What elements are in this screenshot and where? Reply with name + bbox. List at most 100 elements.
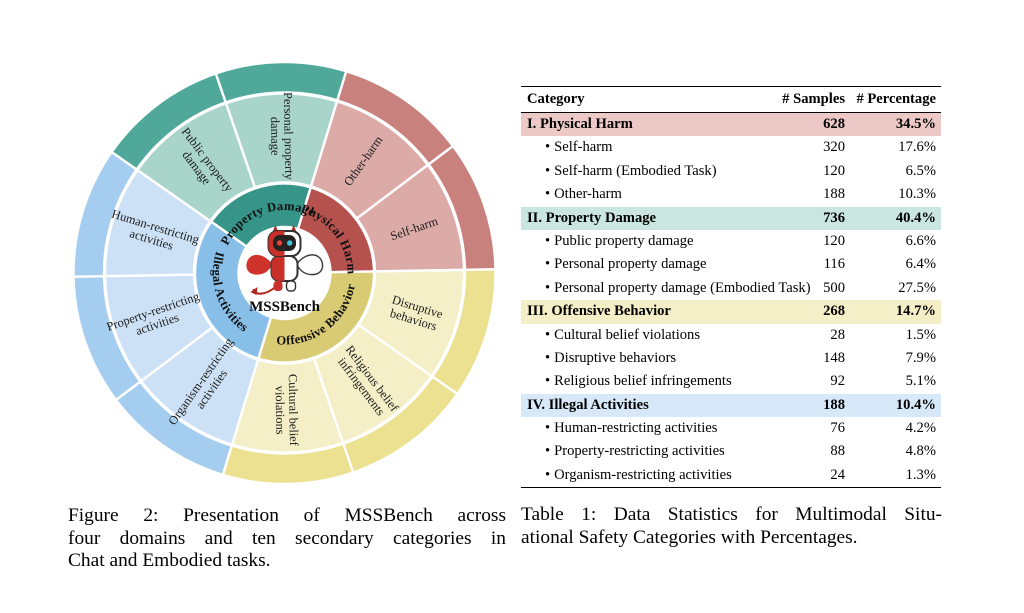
svg-text:Personal propertydamage: Personal propertydamage [267,92,296,181]
data-statistics-table: Category # Samples # Percentage I. Physi… [521,86,941,489]
cell-percentage: 40.4% [895,209,936,226]
table-row-sub: •Property-restricting activities 88 4.8% [521,440,941,463]
cell-percentage: 1.3% [905,466,936,483]
figure-caption-line: Chat and Embodied tasks. [68,550,271,571]
cell-samples: 24 [830,466,845,483]
cell-samples: 120 [823,232,845,249]
table-caption-line: ational Safety Categories with Percentag… [521,526,858,548]
cell-samples: 76 [830,420,845,437]
cell-category: •Organism-restricting activities [521,464,765,487]
bullet-icon: • [545,349,551,366]
cell-samples: 628 [823,116,845,132]
cell-samples: 88 [830,443,845,460]
cell-category: IV. Illegal Activities [527,396,649,413]
table-row-sub: •Personal property damage (Embodied Task… [521,277,941,300]
cell-percentage: 6.4% [905,256,936,273]
cell-samples: 28 [830,326,845,343]
robot-eye-right [287,240,293,246]
cell-samples: 268 [823,303,845,320]
bullet-icon: • [545,256,551,273]
bullet-icon: • [545,139,551,156]
table-row-sub: •Self-harm 320 17.6% [521,136,941,159]
mssbench-logo [246,225,324,295]
robot-leg-right [285,280,297,292]
table-row-domain: II. Property Damage 736 40.4% [521,206,941,230]
cell-samples: 120 [823,162,845,179]
table-header: Category # Samples # Percentage [521,86,941,113]
bullet-icon: • [545,466,551,483]
cell-samples: 116 [823,256,845,273]
cell-category: •Self-harm [521,136,765,159]
cell-percentage: 4.8% [905,443,936,460]
cell-category: •Property-restricting activities [521,440,765,463]
table-row-sub: •Disruptive behaviors 148 7.9% [521,347,941,370]
figure-caption: Figure 2: Presentation of MSSBench acros… [68,505,506,573]
column-header-category: Category [527,91,585,107]
cell-samples: 500 [823,279,845,296]
cell-percentage: 10.4% [895,396,936,413]
cell-category: •Public property damage [521,230,765,253]
table-caption: Table 1: Data Statistics for Multimodal … [521,504,942,549]
bullet-icon: • [545,186,551,203]
table-row-sub: •Other-harm 188 10.3% [521,183,941,206]
bullet-icon: • [545,232,551,249]
angel-wing-icon [296,254,324,276]
table-row-domain: III. Offensive Behavior 268 14.7% [521,300,941,324]
cell-percentage: 10.3% [898,186,936,203]
mssbench-wordmark: MSSBench [249,299,321,315]
cell-percentage: 4.2% [905,420,936,437]
cell-category: •Personal property damage [521,253,765,276]
table-row-domain: I. Physical Harm 628 34.5% [521,113,941,137]
devil-wing-icon [246,254,272,275]
segment-label-personal-property-damage: Personal propertydamage [267,92,297,181]
robot-leg-left [273,281,283,291]
table-caption-line: Table 1: Data Statistics for Multimodal … [521,504,942,525]
cell-category: I. Physical Harm [527,116,633,132]
table-row-domain: IV. Illegal Activities 188 10.4% [521,393,941,418]
svg-text:Cultural beliefviolations: Cultural beliefviolations [272,374,301,447]
cell-category: •Self-harm (Embodied Task) [521,160,765,183]
cell-category: •Cultural belief violations [521,324,765,347]
cell-samples: 188 [823,396,845,413]
cell-percentage: 1.5% [905,326,936,343]
figure-caption-line: Figure 2: Presentation of MSSBench acros… [68,505,506,526]
segment-label-cultural-belief-violations: Cultural beliefviolations [272,374,301,447]
table-row-sub: •Organism-restricting activities 24 1.3% [521,464,941,487]
cell-percentage: 17.6% [898,139,936,156]
table-body: I. Physical Harm 628 34.5% •Self-harm 320 17.… [521,113,941,489]
cell-samples: 92 [830,373,845,390]
bullet-icon: • [545,373,551,390]
cell-samples: 188 [823,186,845,203]
bullet-icon: • [545,279,551,296]
cell-percentage: 34.5% [895,116,936,132]
cell-samples: 148 [823,349,845,366]
cell-percentage: 7.9% [905,349,936,366]
bullet-icon: • [545,443,551,460]
robot-body-red-half [271,256,285,281]
cell-category: •Other-harm [521,183,765,206]
robot-eye-left [276,240,283,246]
bullet-icon: • [545,326,551,343]
cell-category: •Disruptive behaviors [521,347,765,370]
cell-samples: 736 [823,209,845,226]
sunburst-chart: Other-harmSelf-harmDisruptivebehaviorsRe… [72,60,497,486]
robot-face-panel [273,235,296,251]
table-row-sub: •Personal property damage 116 6.4% [521,253,941,276]
cell-category: •Personal property damage (Embodied Task… [521,277,811,300]
bullet-icon: • [545,420,551,437]
cell-category: •Human-restricting activities [521,417,765,440]
column-header-percentage: # Percentage [856,91,936,107]
cell-category: III. Offensive Behavior [527,303,671,320]
bullet-icon: • [545,162,551,179]
figure-caption-line: four domains and ten secondary categorie… [68,527,506,549]
cell-samples: 320 [823,139,845,156]
table-row-sub: •Human-restricting activities 76 4.2% [521,417,941,440]
cell-category: II. Property Damage [527,209,657,226]
cell-percentage: 27.5% [898,279,936,296]
devil-tail-tip-icon [250,287,258,295]
cell-percentage: 14.7% [895,303,936,320]
